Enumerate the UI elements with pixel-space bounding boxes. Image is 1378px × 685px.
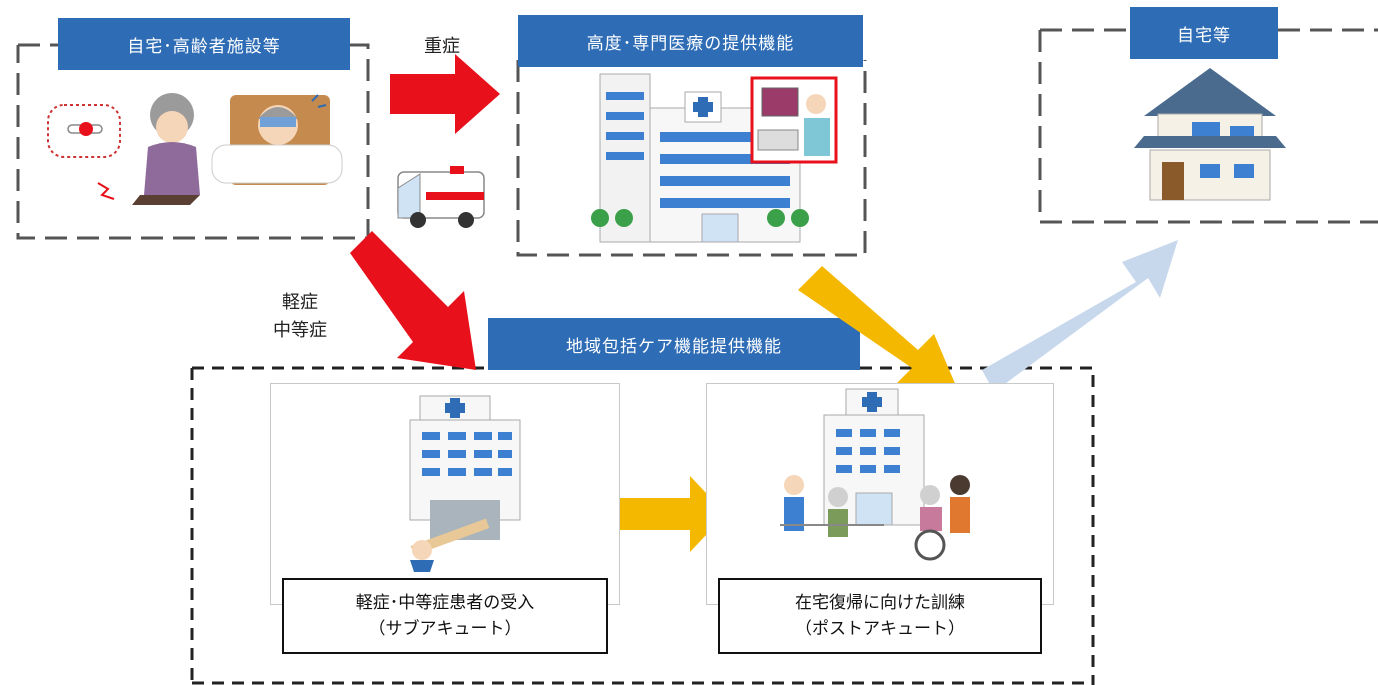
advanced-to-post-arrow	[798, 266, 962, 400]
severe-arrow	[390, 54, 500, 134]
severe-label: 重症	[424, 36, 460, 57]
sub-to-post-arrow	[612, 476, 726, 552]
subacute-caption: 軽症･中等症患者の受入 （サブアキュート）	[282, 578, 608, 654]
home-facility-label: 自宅･高齢者施設等	[58, 18, 350, 70]
pain-thought-bubble	[47, 104, 121, 158]
subacute-hospital-illustration	[409, 395, 521, 572]
ambulance-icon	[397, 166, 485, 228]
tree-icon	[591, 209, 809, 227]
doctor-endoscopy-inset	[750, 76, 838, 164]
hospital-cross-icon	[693, 97, 713, 117]
community-care-label: 地域包括ケア機能提供機能	[488, 318, 860, 370]
mild-label: 軽症	[282, 292, 318, 313]
rehabilitation-people-icon	[780, 475, 970, 561]
postacute-caption: 在宅復帰に向けた訓練 （ポストアキュート）	[718, 578, 1042, 654]
postacute-hospital-illustration	[780, 388, 970, 561]
advanced-care-label: 高度･専門医療の提供機能	[518, 15, 863, 67]
advanced-hospital-illustration	[591, 73, 838, 243]
home-return-label: 自宅等	[1130, 7, 1278, 59]
subacute-caption-line1: 軽症･中等症患者の受入	[355, 593, 535, 613]
stretcher-patient-icon	[410, 500, 500, 572]
house-icon	[1134, 68, 1286, 201]
postacute-caption-line2: （ポストアキュート）	[795, 619, 965, 639]
advanced-care-frame	[516, 60, 867, 257]
community-care-frame	[190, 366, 1095, 685]
postacute-caption-line1: 在宅復帰に向けた訓練	[795, 593, 965, 613]
home-facility-illustration	[47, 93, 343, 205]
hospital-cross-icon	[862, 392, 882, 412]
home-return-frame	[1038, 28, 1378, 224]
bone-icon	[67, 122, 103, 136]
subacute-caption-line2: （サブアキュート）	[368, 619, 522, 639]
sick-person-in-bed-icon	[211, 94, 343, 185]
moderate-label: 中等症	[273, 320, 327, 341]
hospital-cross-icon	[445, 398, 465, 418]
elderly-woman-icon	[97, 93, 200, 205]
post-to-home-arrow	[982, 240, 1178, 392]
mild-arrow	[350, 231, 476, 370]
